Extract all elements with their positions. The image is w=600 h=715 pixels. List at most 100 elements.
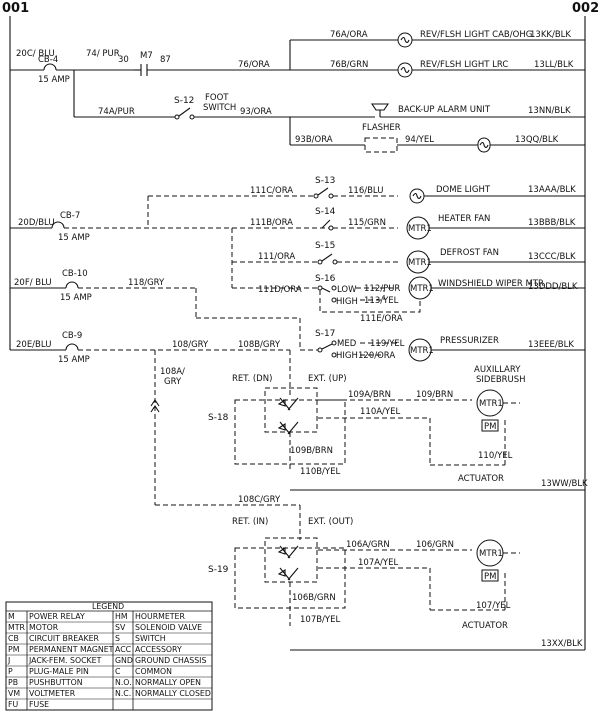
mtr-defrost-symbol: MTR1	[408, 258, 432, 268]
s16-low: LOW	[337, 285, 357, 295]
load6-ground: 13BBB/BLK	[528, 218, 576, 228]
wire-108a-1: 108A/	[160, 367, 185, 377]
foot-switch-title-1: FOOT	[205, 93, 229, 103]
legend-abbrev: CB	[8, 634, 19, 643]
flasher-in-wire: 93B/ORA	[295, 135, 333, 145]
sidebrush-motor-2-label: MTR1	[479, 549, 503, 559]
s13-in-wire: 111C/ORA	[250, 186, 293, 196]
wire-108b: 108B/GRY	[238, 340, 281, 350]
legend-abbrev: N.C.	[115, 689, 131, 698]
s12-label: S-12	[174, 96, 194, 106]
relay-pin-30: 30	[118, 55, 129, 65]
relay-name: M7	[140, 51, 153, 61]
switch-s13: S-13	[313, 176, 335, 199]
load8-ground: 13DDD/BLK	[528, 282, 578, 292]
mtr-heater-symbol: MTR1	[408, 224, 432, 234]
s16-label: S-16	[315, 274, 336, 284]
s18-ret: RET. (DN)	[232, 374, 272, 384]
s19-wire-106: 106/GRN	[416, 540, 454, 550]
actuator-1-label: ACTUATOR	[458, 474, 504, 484]
mtr-pressurizer-symbol: MTR1	[410, 346, 434, 356]
load9-label: PRESSURIZER	[440, 336, 499, 346]
legend-abbrev: GND	[115, 656, 133, 665]
legend-abbrev: PB	[8, 678, 18, 687]
load-devices: MTR1 MTR1 MTR1 MTR1	[397, 32, 585, 362]
actuator-2-label: ACTUATOR	[462, 621, 508, 631]
s18-wire-110: 110/YEL	[478, 451, 513, 461]
load5-label: DOME LIGHT	[436, 185, 491, 195]
pm-box-1	[481, 419, 499, 432]
legend-meaning: SOLENOID VALVE	[135, 623, 202, 632]
backup-alarm-symbol	[370, 103, 390, 117]
mtr-wiper-symbol: MTR1	[410, 284, 434, 294]
s19-wire-107: 107/YEL	[476, 601, 511, 611]
cb10-rating: 15 AMP	[60, 293, 92, 303]
s18-wire-109a: 109A/BRN	[348, 390, 391, 400]
wire-118: 118/GRY	[128, 278, 165, 288]
legend-abbrev: ACC	[115, 645, 132, 654]
cb9-label: CB-9	[62, 331, 82, 341]
legend-meaning: PUSHBUTTON	[29, 678, 83, 687]
s19-ground: 13XX/BLK	[541, 639, 583, 649]
pm-box-2-label: PM	[484, 572, 496, 582]
relay-pin-87: 87	[160, 55, 171, 65]
switch-s14: S-14	[315, 207, 336, 231]
s16-high: HIGH	[336, 297, 358, 307]
load5-wire: 116/BLU	[348, 186, 383, 196]
relay-in-wire: 74/ PUR	[86, 49, 120, 59]
load5-ground: 13AAA/BLK	[528, 185, 576, 195]
s16-in-wire: 111D/ORA	[258, 285, 302, 295]
load1-label: REV/FLSH LIGHT CAB/OHG	[420, 30, 532, 40]
wire-108: 108/GRY	[172, 340, 209, 350]
feed-cb10-wire: 20F/ BLU	[14, 278, 52, 288]
feed-cb4: 20C/ BLU CB-4 15 AMP 74/ PUR 30 M7 87 76…	[10, 49, 290, 85]
s14-in-wire: 111B/ORA	[250, 218, 293, 228]
cb10-label: CB-10	[62, 269, 88, 279]
s18-wire-110b: 110B/YEL	[300, 467, 340, 477]
feed-cb7-wire: 20D/BLU	[18, 218, 55, 228]
load3-ground: 13NN/BLK	[528, 106, 571, 116]
s16-common-wire: 111E/ORA	[360, 314, 403, 324]
legend-meaning: PERMANENT MAGNET	[29, 645, 114, 654]
s19-label: S-19	[208, 565, 229, 575]
sidebrush-motor-1-label: MTR1	[479, 399, 503, 409]
cb4-label: CB-4	[38, 55, 58, 65]
s19-wire-107b: 107B/YEL	[300, 615, 340, 625]
foot-switch-title-2: SWITCH	[203, 103, 236, 113]
load2-label: REV/FLSH LIGHT LRC	[420, 60, 508, 70]
flasher-box	[364, 137, 398, 153]
legend-abbrev: N.O.	[115, 678, 132, 687]
legend-meaning: MOTOR	[29, 623, 59, 632]
wire-108c: 108C/GRY	[238, 495, 281, 505]
legend-abbrev: J	[7, 656, 10, 665]
legend-abbrev: VM	[8, 689, 20, 698]
legend-meaning: PLUG-MALE PIN	[29, 667, 89, 676]
feed-cb4-wire-1: 20C/ BLU	[16, 49, 55, 59]
s18-ground: 13WW/BLK	[541, 479, 588, 489]
s17-label: S-17	[315, 329, 335, 339]
switch-s15: S-15	[315, 241, 338, 265]
legend-meaning: POWER RELAY	[29, 612, 85, 621]
legend-meaning: COMMON	[135, 667, 172, 676]
aux-sidebrush-2: SIDEBRUSH	[476, 375, 526, 385]
switch-s17: S-17 MED HIGH	[315, 329, 358, 361]
legend-meaning: ACCESSORY	[135, 645, 182, 654]
load3-wire: 93/ORA	[240, 107, 272, 117]
load6-label: HEATER FAN	[438, 214, 490, 224]
s18-wire-110a: 110A/YEL	[360, 407, 400, 417]
aux-sidebrush-1: AUXILLARY	[474, 365, 521, 375]
load4-wire: 94/YEL	[405, 135, 434, 145]
cb9-rating: 15 AMP	[58, 355, 90, 365]
cb7-rating: 15 AMP	[58, 233, 90, 243]
s18-label: S-18	[208, 413, 229, 423]
feed-cb10: 20F/ BLU CB-10 15 AMP 118/GRY	[10, 269, 318, 351]
connector-arrow	[150, 399, 160, 413]
s19-wire-106b: 106B/GRN	[292, 593, 336, 603]
legend-meaning: FUSE	[29, 700, 49, 709]
legend-abbrev: C	[115, 667, 121, 676]
load3-label: BACK-UP ALARM UNIT	[398, 105, 491, 115]
s18-wire-109b: 109B/BRN	[290, 446, 333, 456]
s15-in-wire: 111/ORA	[258, 252, 295, 262]
